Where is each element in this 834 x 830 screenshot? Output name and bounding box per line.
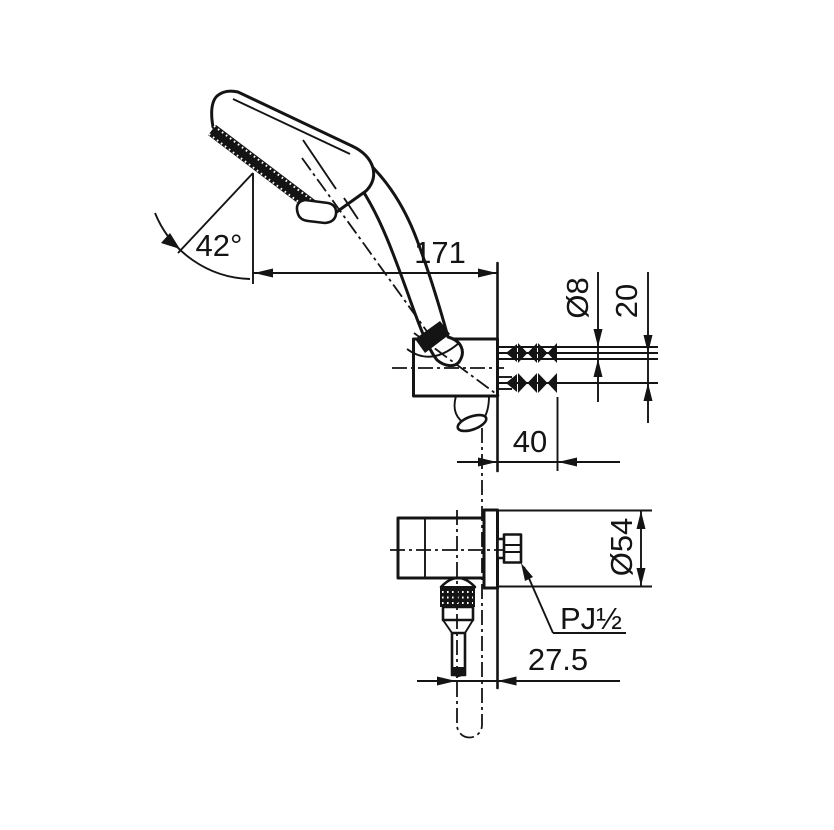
dim-spray-angle: 42° (154, 172, 254, 284)
valve-flange (482, 508, 499, 590)
wall-anchor-screws (498, 343, 658, 393)
dim-label-thread: PJ½ (560, 601, 622, 636)
bracket-axis-centerline (413, 332, 500, 397)
shower-head (208, 89, 376, 225)
dim-valve-diameter: Ø54 (497, 509, 652, 588)
dim-label-angle: 42° (196, 228, 243, 263)
hose-loop-centerline (456, 428, 483, 739)
dim-label-reach: 171 (414, 235, 466, 270)
head-back-seam (232, 98, 351, 155)
handle-clip (295, 198, 338, 225)
head-handle-seam (302, 139, 337, 190)
center-lines (301, 157, 504, 739)
spray-direction-line (177, 172, 254, 254)
dim-outlet-offset: 27.5 (417, 642, 620, 686)
dim-embed-depth: 40 (457, 397, 620, 471)
angle-arc (154, 212, 251, 280)
dim-hole-spacing: 20 (609, 272, 653, 423)
dim-label-hole-spacing: 20 (609, 284, 644, 318)
dim-hole-diameter: Ø8 (560, 272, 603, 402)
leader-arrowhead (521, 563, 533, 581)
valve-dome (439, 576, 477, 589)
valve-body (396, 516, 486, 580)
dim-label-outlet-offset: 27.5 (528, 642, 588, 677)
valve-outlet-collar (441, 605, 475, 622)
thread-callout: PJ½ (521, 563, 626, 636)
arc-arrowhead (161, 233, 180, 249)
dim-label-hole-diameter: Ø8 (560, 277, 595, 318)
neck-seam (343, 197, 359, 220)
dim-label-embed-depth: 40 (513, 424, 547, 459)
dim-reach-171: 171 (253, 235, 498, 278)
handle-axis-centerline (301, 157, 437, 345)
outlet-nipple-tip (452, 667, 465, 678)
dim-label-valve-diameter: Ø54 (604, 518, 639, 577)
bracket-cone-mouth (406, 342, 460, 358)
stop-valve (396, 508, 523, 678)
valve-hex-nut (502, 533, 523, 564)
bracket-cone-wedge (415, 321, 450, 353)
